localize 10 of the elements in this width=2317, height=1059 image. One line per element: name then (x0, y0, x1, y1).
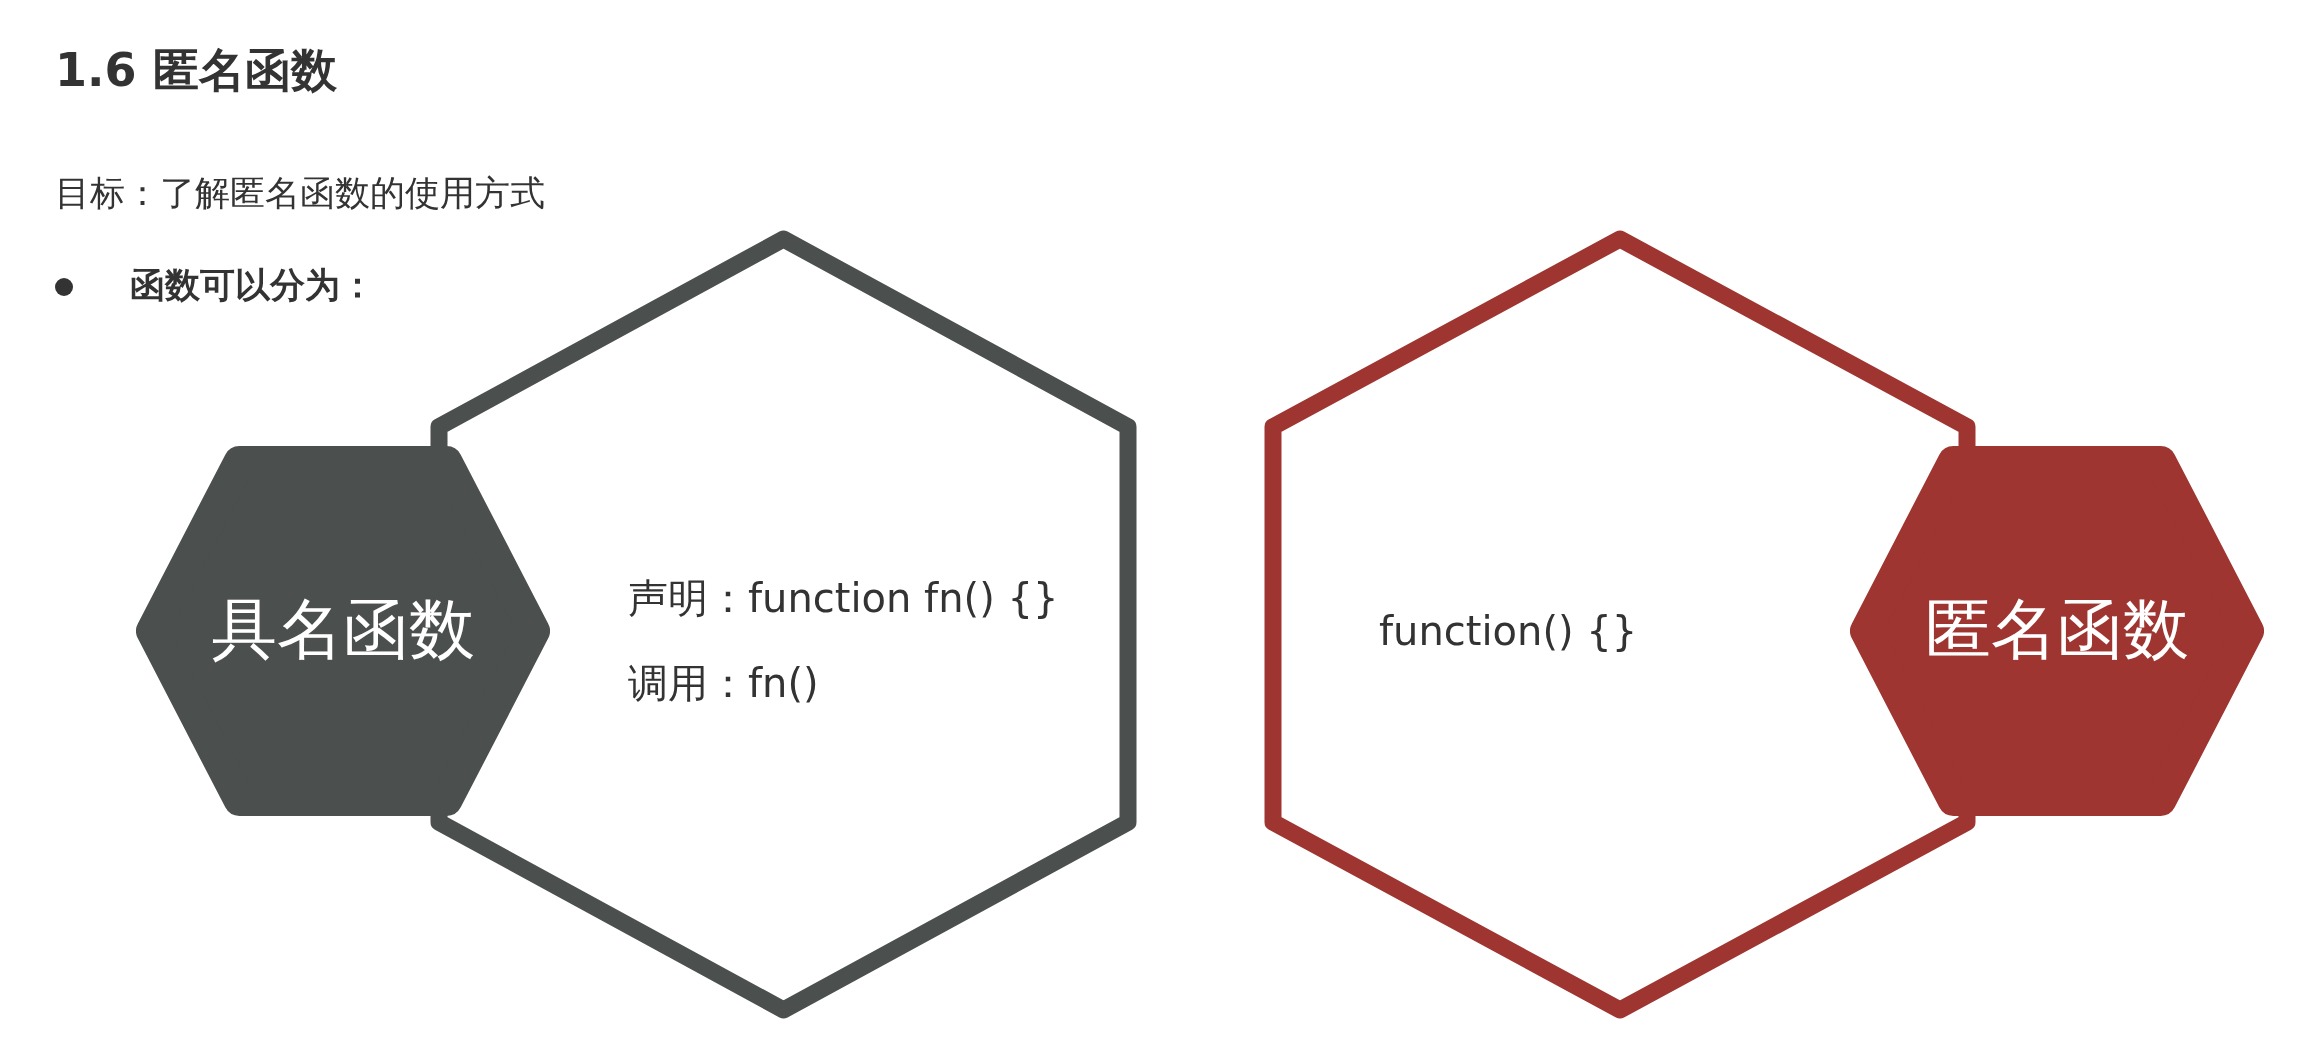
hexagon-badge (136, 446, 550, 816)
code-text: 声明：function fn() {} (628, 574, 1059, 622)
goal-text: 目标：了解匿名函数的使用方式 (55, 172, 545, 215)
badge-label: 匿名函数 (1924, 590, 2190, 670)
bullet-text: 函数可以分为： (130, 264, 375, 307)
code-text: function() {} (1379, 607, 1638, 655)
hexagon-badge (1850, 446, 2264, 816)
title: 1.6 匿名函数 (55, 42, 337, 99)
code-text: 调用：fn() (628, 659, 819, 707)
badge-label: 具名函数 (210, 590, 476, 670)
